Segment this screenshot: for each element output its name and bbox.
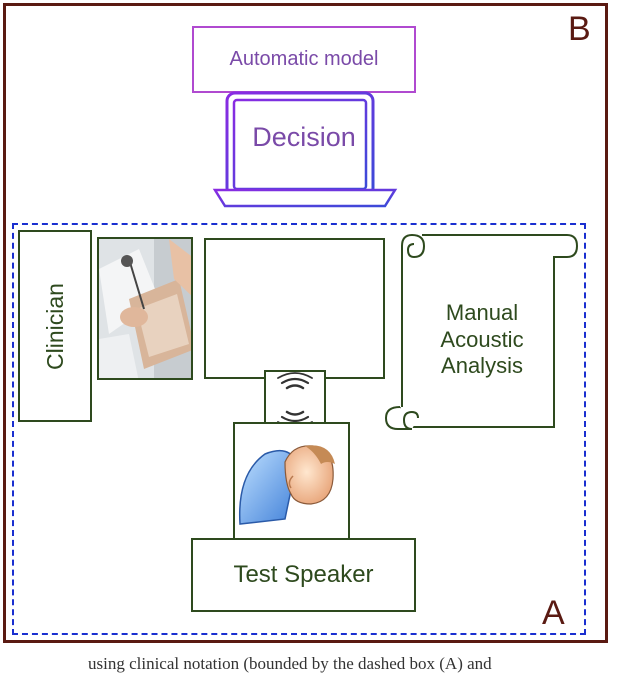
manual-acoustic-analysis-label: Manual Acoustic Analysis	[412, 290, 552, 390]
speaker-head-icon	[238, 445, 335, 525]
manual-line-2: Acoustic	[440, 326, 524, 352]
outer-frame	[3, 3, 608, 643]
scroll-icon	[384, 234, 579, 430]
manual-line-3: Analysis	[441, 353, 523, 379]
laptop-icon	[212, 91, 398, 208]
sound-wave-icon	[277, 372, 313, 428]
sound-emission-box	[264, 370, 326, 430]
waveform-icon	[217, 295, 367, 335]
decision-label: Decision	[252, 122, 356, 152]
speaker-box	[233, 422, 350, 540]
test-speaker-label: Test Speaker	[191, 538, 416, 612]
clinician-label-wrapper: Clinician	[18, 230, 92, 422]
manual-line-1: Manual	[445, 300, 519, 326]
panel-label-a: A	[542, 594, 565, 632]
waveform-box	[204, 238, 385, 379]
clinical-notation-region	[12, 223, 586, 635]
clinician-label: Clinician	[41, 282, 68, 370]
panel-label-b: B	[568, 10, 591, 48]
automatic-model-label: Automatic model	[229, 48, 379, 70]
clinician-box	[18, 230, 92, 422]
doctor-writing-image	[97, 237, 193, 380]
figure-caption: using clinical notation (bounded by the …	[88, 654, 492, 673]
